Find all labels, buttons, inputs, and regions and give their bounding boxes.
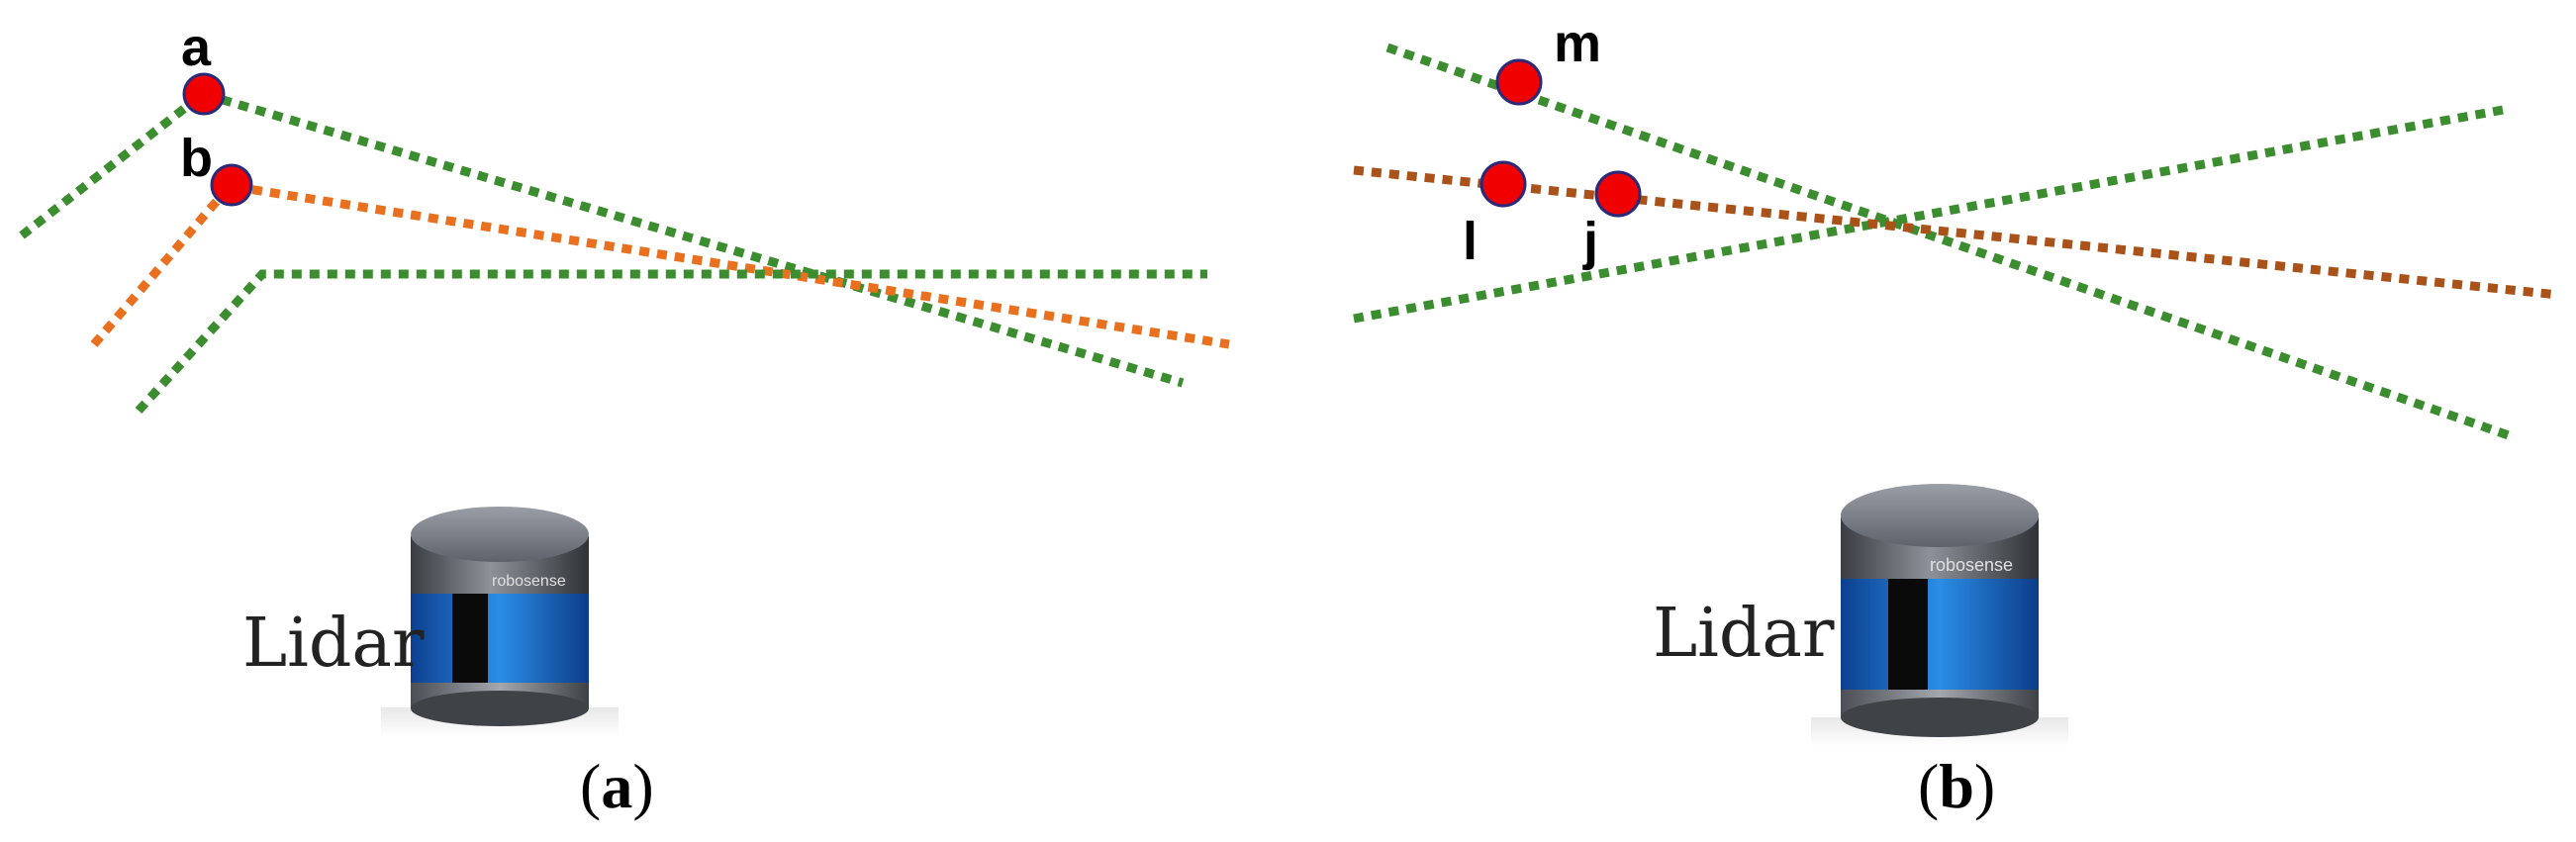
caption-b-open: ( <box>1918 751 1939 821</box>
green-scan-line-cross <box>1353 104 2510 324</box>
point-l-label: l <box>1463 212 1478 271</box>
caption-a: (a) <box>580 751 654 821</box>
caption-a-letter: a <box>601 751 632 821</box>
point-a-label: a <box>181 18 212 77</box>
point-b-label: b <box>180 129 213 188</box>
brand-text-b: robosense <box>1930 555 2013 575</box>
lidar-label-b: Lidar <box>1653 595 1835 673</box>
lidar-device-a: robosense <box>381 507 619 737</box>
green-scan-line-a-lower <box>135 269 1207 415</box>
point-j-dot <box>1594 170 1642 218</box>
point-a-dot <box>182 72 226 116</box>
point-j-label: j <box>1582 212 1598 271</box>
caption-b: (b) <box>1918 751 1995 821</box>
lidar-device-b: robosense <box>1811 484 2068 747</box>
panel-b: m l j robosense Lidar (b) <box>1353 14 2559 821</box>
caption-a-open: ( <box>580 751 601 821</box>
caption-b-letter: b <box>1939 751 1974 821</box>
point-m-dot <box>1495 58 1543 106</box>
brand-text-a: robosense <box>492 573 566 590</box>
orange-scan-line-b <box>90 181 1230 349</box>
brown-scan-line-lj <box>1353 165 2559 300</box>
caption-a-close: ) <box>632 751 653 821</box>
green-scan-line-m <box>1385 43 2511 440</box>
caption-b-close: ) <box>1974 751 1995 821</box>
point-m-label: m <box>1554 14 1601 73</box>
point-l-dot <box>1479 160 1527 208</box>
lidar-label-a: Lidar <box>242 605 425 683</box>
panel-a: a b robosense Lidar (a) <box>19 18 1230 821</box>
point-b-dot <box>210 163 253 207</box>
